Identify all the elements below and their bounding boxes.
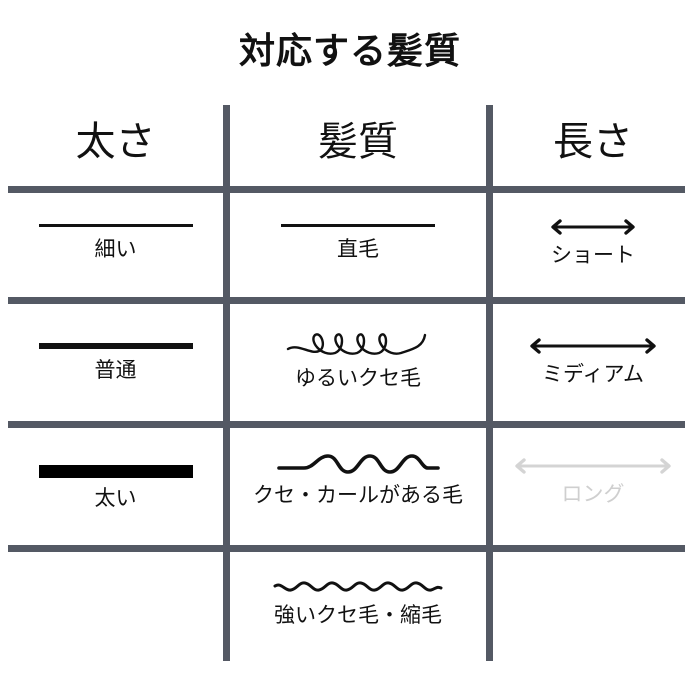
grid-divider-vertical-2 <box>486 105 493 661</box>
hair-type-label: 直毛 <box>337 237 379 261</box>
straight-line-icon <box>281 224 435 227</box>
hair-type-label: ゆるいクセ毛 <box>295 366 421 390</box>
thickness-label: 普通 <box>94 358 137 382</box>
thin-line-icon <box>38 224 193 227</box>
medium-line-icon <box>38 343 193 349</box>
column-header-hair-type: 髪質 <box>318 119 398 165</box>
thickness-label: 太い <box>94 486 137 510</box>
thick-line-icon <box>38 465 193 478</box>
wave-curl-icon <box>276 454 440 474</box>
grid-divider-horizontal-3 <box>8 421 685 428</box>
hair-type-cell-loose-curl: ゆるいクセ毛 <box>230 325 486 391</box>
hair-type-cell-straight: 直毛 <box>230 222 486 262</box>
length-label: ロング <box>561 482 625 506</box>
length-label: ショート <box>551 243 635 267</box>
grid-divider-horizontal-4 <box>8 545 685 552</box>
length-cell-long: ロング <box>493 457 693 507</box>
long-arrow-icon <box>515 458 671 474</box>
page-title: 対応する髪質 <box>238 31 461 72</box>
column-header-thickness: 太さ <box>75 119 156 165</box>
short-arrow-icon <box>551 219 635 235</box>
hair-type-label: 強いクセ毛・縮毛 <box>274 603 442 627</box>
thickness-cell-thin: 細い <box>8 222 223 262</box>
column-header-length: 長さ <box>553 119 633 165</box>
hair-type-label: クセ・カールがある毛 <box>253 483 463 507</box>
thickness-label: 細い <box>94 237 137 261</box>
loose-curl-icon <box>286 333 427 355</box>
length-cell-medium: ミディアム <box>493 337 693 387</box>
grid-divider-horizontal-1 <box>8 186 685 193</box>
hair-type-cell-tight-wave: 強いクセ毛・縮毛 <box>230 578 486 628</box>
hair-type-cell-wave-curl: クセ・カールがある毛 <box>230 452 486 508</box>
thickness-cell-thick: 太い <box>8 463 223 511</box>
grid-divider-horizontal-2 <box>8 297 685 304</box>
medium-arrow-icon <box>530 338 656 354</box>
tight-wave-icon <box>273 581 442 592</box>
length-label: ミディアム <box>541 362 645 386</box>
length-cell-short: ショート <box>493 218 693 268</box>
thickness-cell-medium: 普通 <box>8 341 223 383</box>
grid-divider-vertical-1 <box>223 105 230 661</box>
